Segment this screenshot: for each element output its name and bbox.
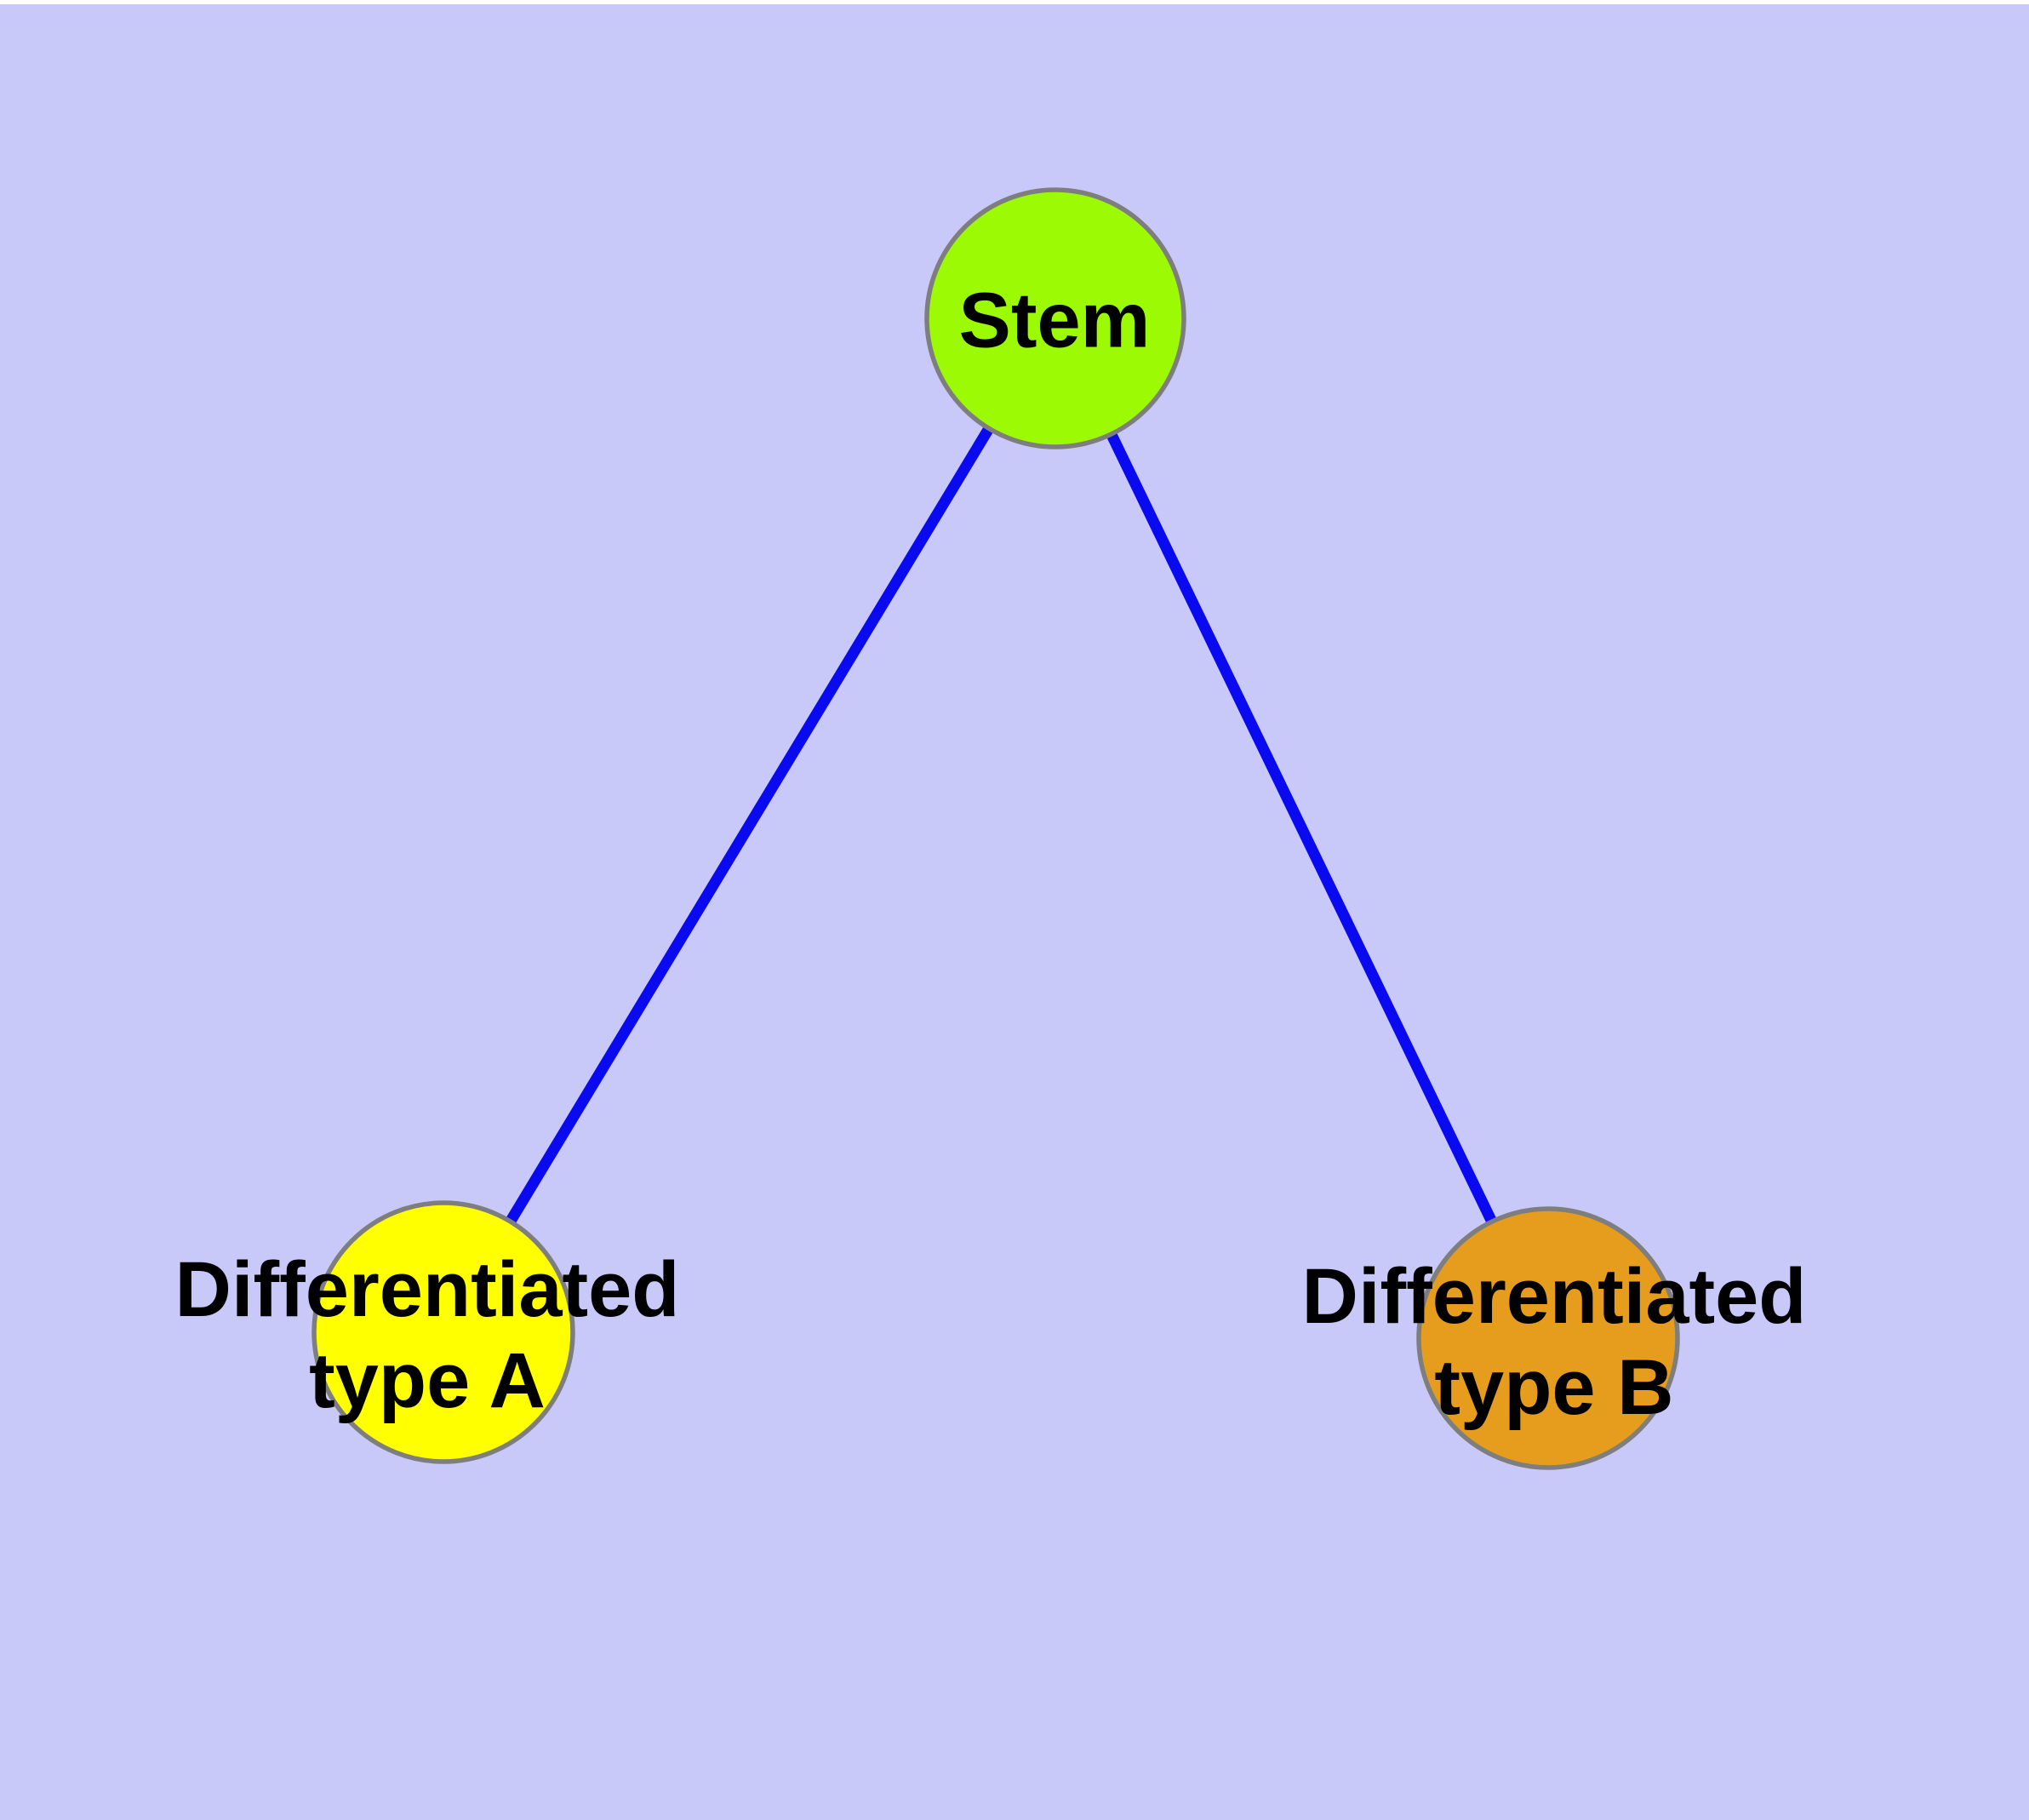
edge-stem-to-type-a <box>438 315 1060 1336</box>
edge-stem-to-type-b <box>1050 316 1553 1341</box>
type-b-node-circle <box>1416 1206 1680 1470</box>
type-a-node-circle <box>311 1200 575 1464</box>
stem-node-circle <box>924 187 1186 449</box>
top-margin-strip <box>0 0 2029 4</box>
